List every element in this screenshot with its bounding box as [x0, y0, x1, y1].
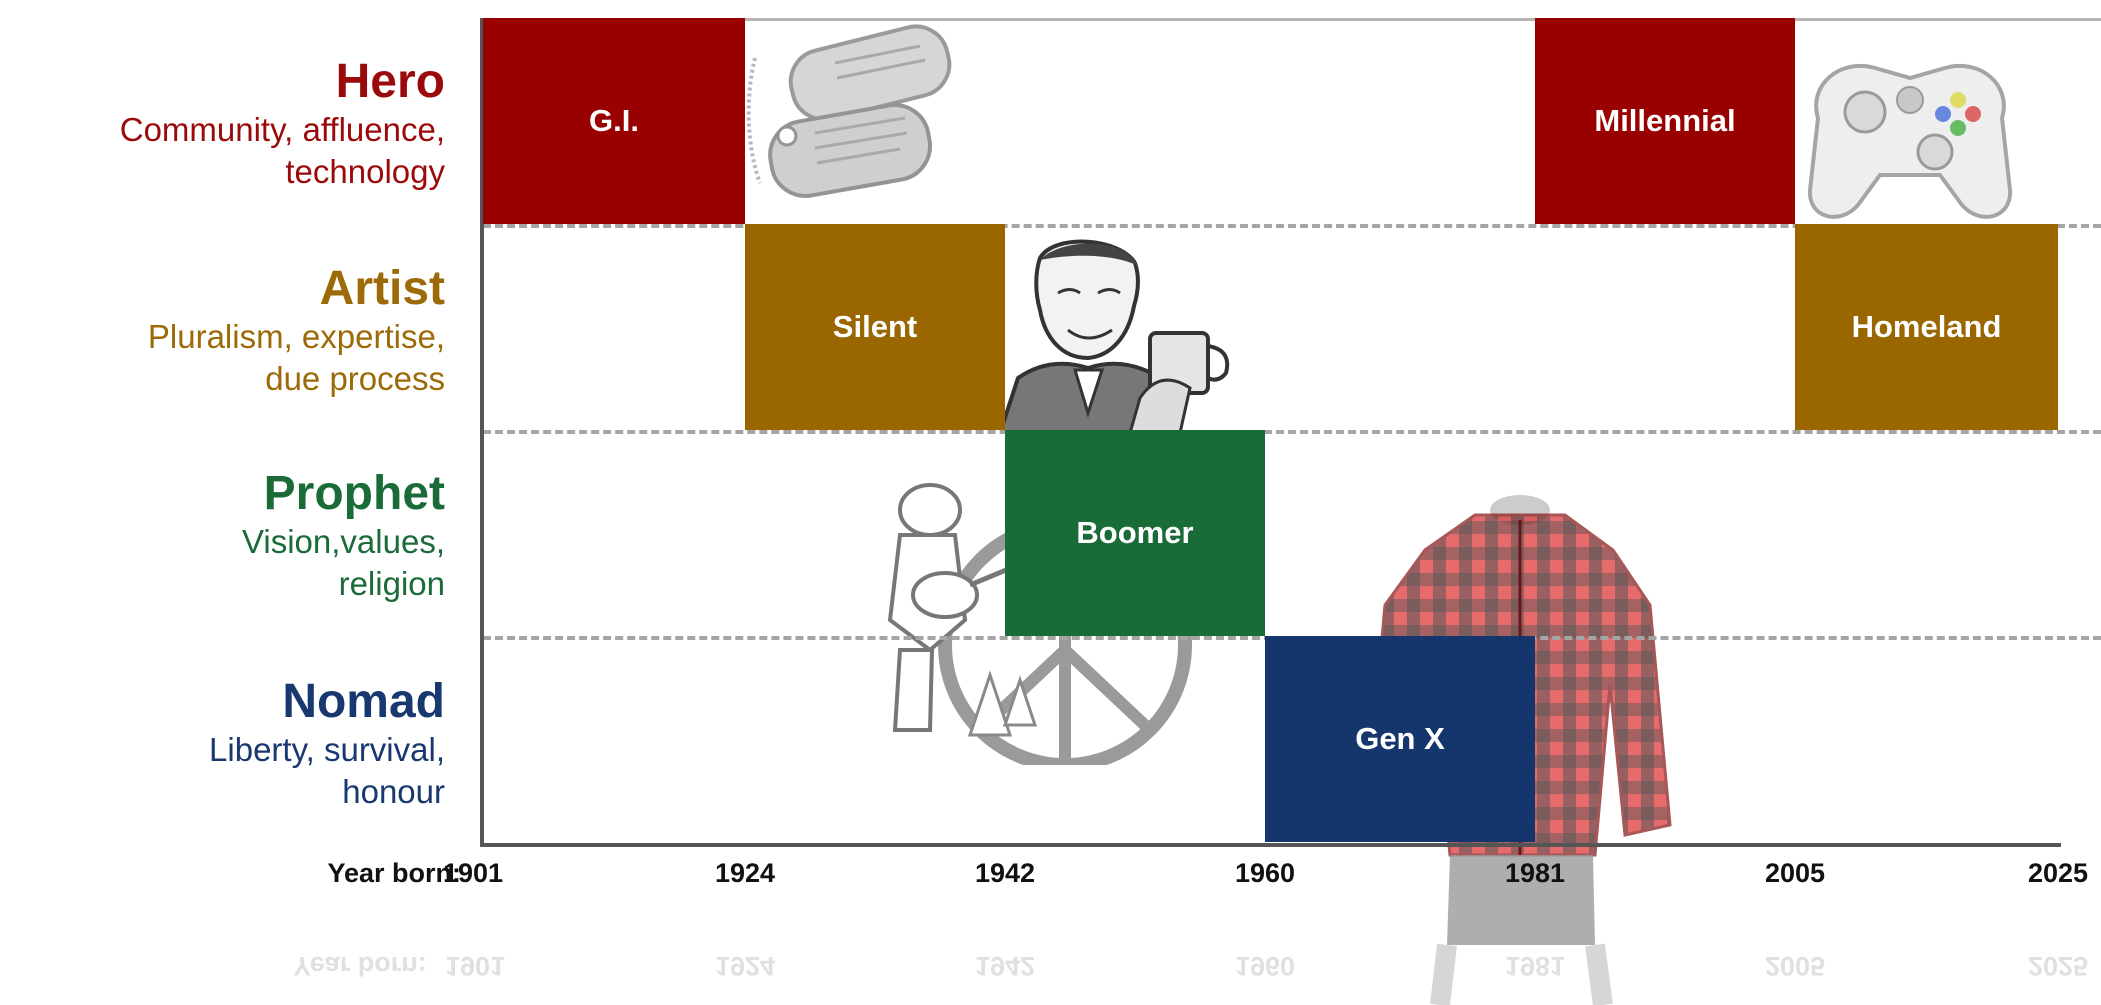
- year-tick-label-reflection: 2005: [1764, 951, 1826, 981]
- year-tick-label-reflection: 1924: [714, 951, 776, 981]
- generation-block-boomer: Boomer: [1005, 430, 1265, 636]
- row-divider: [483, 430, 2101, 434]
- year-tick-label-reflection: 2025: [2027, 951, 2089, 981]
- archetype-description-line: Community, affluence,: [119, 111, 445, 148]
- archetype-artist: Artist Pluralism, expertise, due process: [0, 262, 445, 400]
- year-tick-label: 1924: [714, 858, 776, 888]
- generation-label: Gen X: [1355, 721, 1445, 756]
- year-tick-label: 2025: [2027, 858, 2089, 888]
- row-divider: [483, 224, 2101, 228]
- generation-block-g-i: G.I.: [483, 18, 745, 224]
- archetype-name: Prophet: [263, 467, 445, 520]
- year-axis-title: Year born:: [327, 858, 461, 888]
- archetype-description-line: religion: [338, 565, 445, 602]
- archetype-description-line: Liberty, survival,: [209, 731, 445, 768]
- archetype-description-line: technology: [285, 153, 445, 190]
- horizontal-axis-line: [480, 843, 2061, 847]
- archetype-name: Nomad: [282, 675, 445, 728]
- year-tick-label-reflection: 1901: [444, 951, 506, 981]
- year-tick-label: 1942: [974, 858, 1036, 888]
- generation-block-homeland: Homeland: [1795, 224, 2058, 430]
- year-tick-label: 1981: [1504, 858, 1566, 888]
- generation-label: Millennial: [1594, 103, 1736, 138]
- year-tick-label-reflection: 1942: [974, 951, 1036, 981]
- archetype-nomad: Nomad Liberty, survival, honour: [0, 675, 445, 813]
- archetype-prophet: Prophet Vision,values, religion: [0, 467, 445, 605]
- generation-label: Silent: [832, 309, 918, 344]
- archetype-description-line: due process: [265, 360, 445, 397]
- archetype-description-line: Pluralism, expertise,: [147, 318, 445, 355]
- game-controller-icon: [1807, 64, 2013, 219]
- generation-label: Homeland: [1851, 309, 2002, 344]
- archetype-name: Artist: [319, 262, 445, 315]
- row-divider-top: [483, 18, 2101, 21]
- generation-label: Boomer: [1076, 515, 1194, 550]
- dog-tags-icon: [746, 24, 952, 198]
- year-tick-label-reflection: 1981: [1504, 951, 1566, 981]
- archetype-description-line: Vision,values,: [241, 523, 445, 560]
- year-axis-title-reflection: Year born:: [293, 951, 427, 981]
- archetype-hero: Hero Community, affluence, technology: [0, 55, 445, 193]
- archetype-name: Hero: [335, 55, 445, 108]
- generation-block-gen-x: Gen X: [1265, 636, 1535, 842]
- year-tick-label-reflection: 1960: [1234, 951, 1296, 981]
- generation-label: G.I.: [589, 103, 639, 138]
- generation-block-silent: Silent: [745, 224, 1005, 430]
- year-tick-label: 2005: [1764, 858, 1826, 888]
- vertical-axis-line: [480, 18, 484, 846]
- archetype-description-line: honour: [342, 773, 445, 810]
- year-tick-label: 1960: [1234, 858, 1296, 888]
- generation-block-millennial: Millennial: [1535, 18, 1795, 224]
- retro-man-with-mug-icon: [1000, 239, 1230, 433]
- year-tick-label: 1901: [443, 858, 504, 888]
